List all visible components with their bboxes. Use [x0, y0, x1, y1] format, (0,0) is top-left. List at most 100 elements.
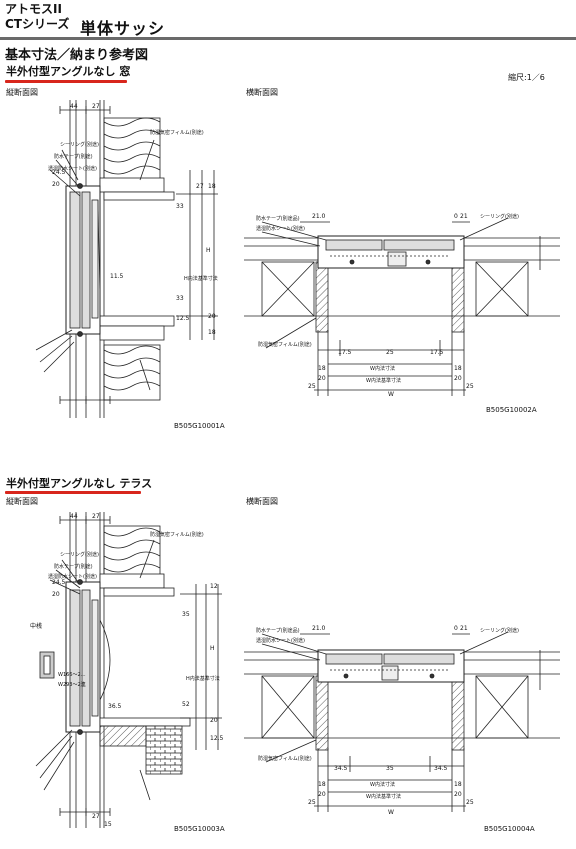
s2-horizontal-label: 横断面図 — [246, 497, 278, 506]
dim: H — [206, 247, 211, 254]
dim: 18 — [318, 365, 326, 372]
dim: H — [210, 645, 215, 652]
dim: W — [388, 809, 394, 816]
header-divider — [0, 37, 576, 40]
dim: 20 — [208, 313, 216, 320]
dim: 12 — [210, 583, 218, 590]
note: 透湿防水シート(別途) — [48, 573, 97, 580]
section-2-title: 半外付型アングルなし テラス — [6, 477, 153, 490]
note: 透湿防水シート(別途) — [48, 165, 97, 172]
dim: 18 — [454, 781, 462, 788]
note: 透湿防水シート(別途) — [256, 637, 305, 644]
dim: 33 — [176, 203, 184, 210]
s2-vertical-code: B505G10003A — [174, 825, 225, 833]
note: 防水テープ(別途品) — [256, 215, 300, 222]
dim: 27 — [92, 813, 100, 820]
s1-vertical-section — [35, 100, 218, 418]
dim: W — [388, 391, 394, 398]
dim: 0 — [454, 213, 458, 220]
dim: 18 — [318, 781, 326, 788]
product-line: アトモスII — [5, 2, 62, 16]
dim: 12.5 — [176, 315, 190, 322]
dim: 24.5 — [52, 169, 66, 176]
s1-vertical-texts: 44 27 20 24.5 18 27 33 H H内法基準寸法 11.5 33… — [48, 103, 218, 336]
dim: 21 — [460, 625, 468, 632]
s2-vertical-texts: 44 27 20 24.5 12 35 H H内法基準寸法 36.5 52 20… — [30, 513, 224, 828]
dim: 35 — [386, 765, 394, 772]
dim: 18 — [208, 329, 216, 336]
dim: 25 — [308, 383, 316, 390]
s2-horizontal-section — [244, 631, 560, 812]
dim: 33 — [176, 295, 184, 302]
dim: 34.5 — [434, 765, 448, 772]
dim: 20 — [52, 181, 60, 188]
dim: W内法基準寸法 — [366, 377, 401, 384]
dim: 35 — [182, 611, 190, 618]
section-2-underline — [5, 491, 141, 494]
note: シーリング(別途) — [480, 213, 519, 220]
dim: 24.5 — [52, 579, 66, 586]
dim: 21.0 — [312, 625, 326, 632]
s2-horizontal-texts: 21.0 0 21 34.5 35 34.5 W内法寸法 W内法基準寸法 W 2… — [256, 625, 519, 816]
dim: 25 — [466, 799, 474, 806]
s2-horizontal-code: B505G10004A — [484, 825, 535, 833]
dim: 12.5 — [210, 735, 224, 742]
dim: 20 — [210, 717, 218, 724]
s2-vertical-label: 縦断面図 — [6, 497, 38, 506]
note: 防湿気密フィルム(別途) — [150, 129, 204, 136]
dim: 20 — [454, 375, 462, 382]
dim: 0 — [454, 625, 458, 632]
note: シーリング(別途) — [480, 627, 519, 634]
section-1-underline — [5, 80, 127, 83]
dim: 15 — [104, 821, 112, 828]
note: シーリング(別途) — [60, 141, 99, 148]
scale-label: 縮尺:1／6 — [508, 73, 545, 82]
dim: H内法基準寸法 — [184, 275, 218, 282]
dim: H内法基準寸法 — [186, 675, 220, 682]
dim: 44 — [70, 103, 78, 110]
dim: 27 — [92, 513, 100, 520]
note: 防湿気密フィルム(別途) — [258, 755, 312, 762]
dim: W内法基準寸法 — [366, 793, 401, 800]
dim: 27 — [196, 183, 204, 190]
note: 防湿気密フィルム(別途) — [150, 531, 204, 538]
dim: 44 — [70, 513, 78, 520]
note: 防湿気密フィルム(別途) — [258, 341, 312, 348]
dim: 11.5 — [110, 273, 124, 280]
note: 中桟 — [30, 622, 42, 630]
dim: W内法寸法 — [370, 781, 395, 788]
s1-horizontal-label: 横断面図 — [246, 88, 278, 97]
dim: 21 — [460, 213, 468, 220]
dim: 36.5 — [108, 703, 122, 710]
s1-horizontal-section — [244, 217, 560, 396]
dim: 20 — [454, 791, 462, 798]
dim: 25 — [308, 799, 316, 806]
dim: 20 — [318, 375, 326, 382]
s1-vertical-code: B505G10001A — [174, 422, 225, 430]
note: 透湿防水シート(別途) — [256, 225, 305, 232]
dim: 25 — [466, 383, 474, 390]
note: 防水テープ(別途) — [54, 153, 93, 160]
s1-vertical-label: 縦断面図 — [6, 88, 38, 97]
s2-vertical-section — [35, 512, 222, 828]
note: W293〜2連 — [58, 681, 86, 688]
dim: 27 — [92, 103, 100, 110]
dim: 20 — [52, 591, 60, 598]
dim: W内法寸法 — [370, 365, 395, 372]
s1-horizontal-code: B505G10002A — [486, 406, 537, 414]
page-title: 単体サッシ — [80, 19, 166, 38]
note: シーリング(別途) — [60, 551, 99, 558]
section-1-title: 半外付型アングルなし 窓 — [6, 65, 131, 78]
dim: 20 — [318, 791, 326, 798]
section-title: 基本寸法／納まり参考図 — [5, 48, 149, 63]
dim: 17.5 — [430, 349, 444, 356]
note: 防水テープ(別途) — [54, 563, 93, 570]
dim: 25 — [386, 349, 394, 356]
dim: 18 — [208, 183, 216, 190]
dim: 18 — [454, 365, 462, 372]
series-name: CTシリーズ — [5, 17, 70, 31]
dim: 52 — [182, 701, 190, 708]
note: 防水テープ(別途品) — [256, 627, 300, 634]
dim: 17.5 — [338, 349, 352, 356]
